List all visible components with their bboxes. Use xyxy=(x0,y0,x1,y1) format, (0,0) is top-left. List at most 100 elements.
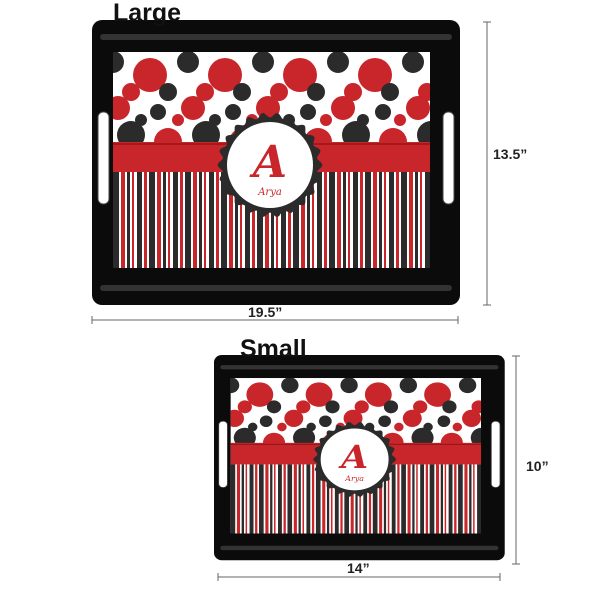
stripe xyxy=(300,464,303,534)
stripe xyxy=(185,172,191,268)
stripe xyxy=(161,172,163,268)
right-handle-slot xyxy=(490,420,501,488)
stripe xyxy=(173,172,178,268)
stripe xyxy=(418,172,420,268)
stripe xyxy=(163,172,166,268)
stripe xyxy=(271,172,274,268)
stripe xyxy=(322,172,324,268)
dot xyxy=(159,83,177,101)
stripe xyxy=(276,172,278,268)
vertical-stripes xyxy=(230,464,482,534)
dot xyxy=(266,400,282,414)
dot xyxy=(150,104,166,120)
monogram-name: Arya xyxy=(344,474,364,483)
stripe xyxy=(137,172,142,268)
dot xyxy=(381,83,399,101)
stripe xyxy=(456,464,459,534)
stripe xyxy=(469,464,472,534)
dot xyxy=(344,83,362,101)
stripe xyxy=(191,172,193,268)
stripe xyxy=(444,464,447,534)
stripe xyxy=(471,464,474,534)
stripe xyxy=(332,464,335,534)
stripe xyxy=(377,172,379,268)
dot xyxy=(458,378,477,394)
dot xyxy=(470,427,482,448)
stripe xyxy=(229,172,233,268)
stripe xyxy=(197,172,199,268)
stripe xyxy=(147,172,149,268)
dot xyxy=(307,83,325,101)
stripe xyxy=(360,172,363,268)
stripe xyxy=(405,464,408,534)
stripe xyxy=(283,464,286,534)
stripe xyxy=(363,464,368,534)
dot xyxy=(354,400,369,414)
left-handle-slot xyxy=(218,420,228,488)
stripe xyxy=(414,464,417,534)
tray-rim xyxy=(100,34,452,40)
stripe xyxy=(249,464,254,534)
monogram-initial: A xyxy=(338,439,368,476)
stripe xyxy=(275,464,278,534)
stripe xyxy=(446,464,449,534)
dot xyxy=(246,382,274,407)
large-size-title: Large xyxy=(113,0,182,27)
dot xyxy=(233,83,251,101)
stripe xyxy=(395,464,398,534)
stripe xyxy=(199,172,202,268)
dot xyxy=(305,382,333,407)
stripe xyxy=(329,464,331,534)
dot xyxy=(113,52,124,73)
stripe xyxy=(230,464,236,534)
stripe xyxy=(391,464,396,534)
stripe xyxy=(443,464,445,534)
dot xyxy=(196,83,214,101)
stripe xyxy=(322,464,326,534)
dot xyxy=(284,409,304,427)
stripe xyxy=(301,172,305,268)
right-handle-slot xyxy=(442,111,455,205)
tray-print xyxy=(230,378,482,534)
stripe xyxy=(265,172,269,268)
stripe xyxy=(371,172,373,268)
stripe xyxy=(424,464,426,534)
dot xyxy=(358,58,392,92)
stripe xyxy=(359,464,361,534)
stripe xyxy=(434,464,436,534)
stripe xyxy=(340,464,343,534)
stripe xyxy=(240,464,242,534)
stripe xyxy=(382,172,384,268)
stripe xyxy=(324,172,327,268)
stripe xyxy=(350,172,353,268)
stripe xyxy=(130,172,132,268)
stripe xyxy=(464,464,468,534)
stripe xyxy=(386,464,388,534)
stripe xyxy=(259,464,264,534)
stripe xyxy=(452,464,455,534)
dot xyxy=(327,52,349,73)
stripe xyxy=(326,464,330,534)
stripe xyxy=(119,172,121,268)
stripe xyxy=(310,172,312,268)
dot xyxy=(230,378,240,394)
stripe xyxy=(358,172,360,268)
stripe xyxy=(357,464,360,534)
stripe xyxy=(144,172,147,268)
dot xyxy=(113,96,130,120)
stripe xyxy=(202,172,204,268)
stripe xyxy=(247,464,250,534)
stripe xyxy=(227,172,229,268)
dot xyxy=(417,121,430,149)
stripe xyxy=(270,464,273,534)
dot xyxy=(252,52,274,73)
stripe xyxy=(413,172,415,268)
dot xyxy=(277,422,287,432)
stripe xyxy=(285,464,288,534)
stripe xyxy=(204,172,206,268)
stripe xyxy=(334,464,339,534)
stripe xyxy=(286,172,288,268)
